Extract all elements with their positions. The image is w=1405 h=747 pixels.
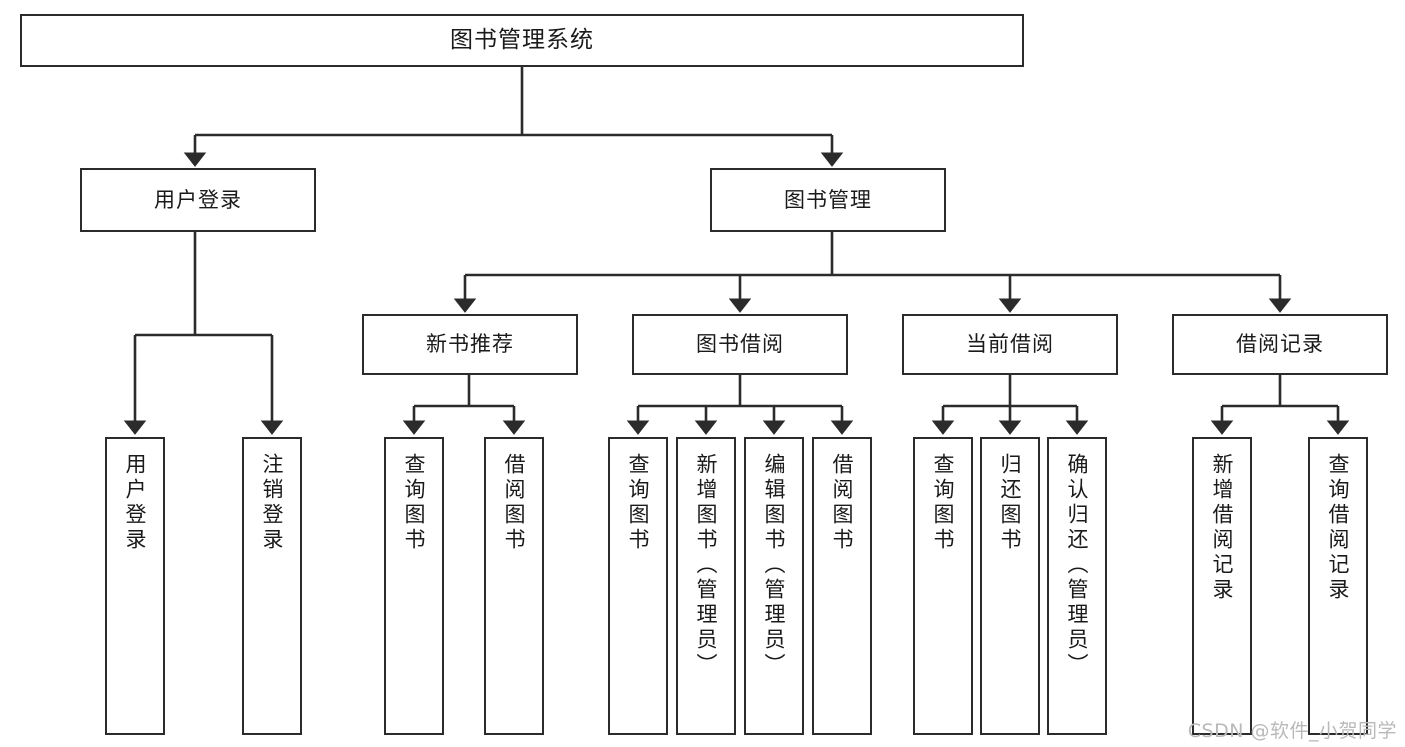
leaf-query-book-1-label: 查询图书 <box>402 453 427 553</box>
node-user-login-label: 用户登录 <box>154 187 242 212</box>
node-current-borrow[interactable]: 当前借阅 <box>902 314 1118 375</box>
leaf-add-book[interactable]: 新增图书（管理员） <box>676 437 736 735</box>
leaf-query-book-3-label: 查询图书 <box>931 453 956 553</box>
leaf-user-login[interactable]: 用户登录 <box>105 437 165 735</box>
leaf-add-record[interactable]: 新增借阅记录 <box>1192 437 1252 735</box>
leaf-confirm-return-label: 确认归还（管理员） <box>1065 453 1090 678</box>
node-new-book-rec-label: 新书推荐 <box>426 332 514 357</box>
leaf-return-book[interactable]: 归还图书 <box>980 437 1040 735</box>
node-root[interactable]: 图书管理系统 <box>20 14 1024 67</box>
node-book-borrow[interactable]: 图书借阅 <box>632 314 848 375</box>
node-new-book-rec[interactable]: 新书推荐 <box>362 314 578 375</box>
leaf-borrow-book-1-label: 借阅图书 <box>502 453 527 553</box>
leaf-edit-book-label: 编辑图书（管理员） <box>762 453 787 678</box>
leaf-borrow-book-2-label: 借阅图书 <box>830 453 855 553</box>
node-current-borrow-label: 当前借阅 <box>966 332 1054 357</box>
leaf-borrow-book-1[interactable]: 借阅图书 <box>484 437 544 735</box>
node-book-manage[interactable]: 图书管理 <box>710 168 946 232</box>
leaf-user-login-label: 用户登录 <box>123 453 148 553</box>
node-book-borrow-label: 图书借阅 <box>696 332 784 357</box>
node-book-manage-label: 图书管理 <box>784 187 872 212</box>
leaf-add-book-label: 新增图书（管理员） <box>694 453 719 678</box>
leaf-query-book-3[interactable]: 查询图书 <box>913 437 973 735</box>
leaf-user-logout[interactable]: 注销登录 <box>242 437 302 735</box>
leaf-confirm-return[interactable]: 确认归还（管理员） <box>1047 437 1107 735</box>
leaf-edit-book[interactable]: 编辑图书（管理员） <box>744 437 804 735</box>
node-borrow-record-label: 借阅记录 <box>1236 332 1324 357</box>
leaf-query-record[interactable]: 查询借阅记录 <box>1308 437 1368 735</box>
node-root-label: 图书管理系统 <box>450 27 594 54</box>
leaf-query-record-label: 查询借阅记录 <box>1326 453 1351 603</box>
leaf-return-book-label: 归还图书 <box>998 453 1023 553</box>
leaf-query-book-2-label: 查询图书 <box>626 453 651 553</box>
leaf-query-book-1[interactable]: 查询图书 <box>384 437 444 735</box>
leaf-query-book-2[interactable]: 查询图书 <box>608 437 668 735</box>
leaf-add-record-label: 新增借阅记录 <box>1210 453 1235 603</box>
node-borrow-record[interactable]: 借阅记录 <box>1172 314 1388 375</box>
leaf-borrow-book-2[interactable]: 借阅图书 <box>812 437 872 735</box>
leaf-user-logout-label: 注销登录 <box>260 453 285 553</box>
node-user-login[interactable]: 用户登录 <box>80 168 316 232</box>
